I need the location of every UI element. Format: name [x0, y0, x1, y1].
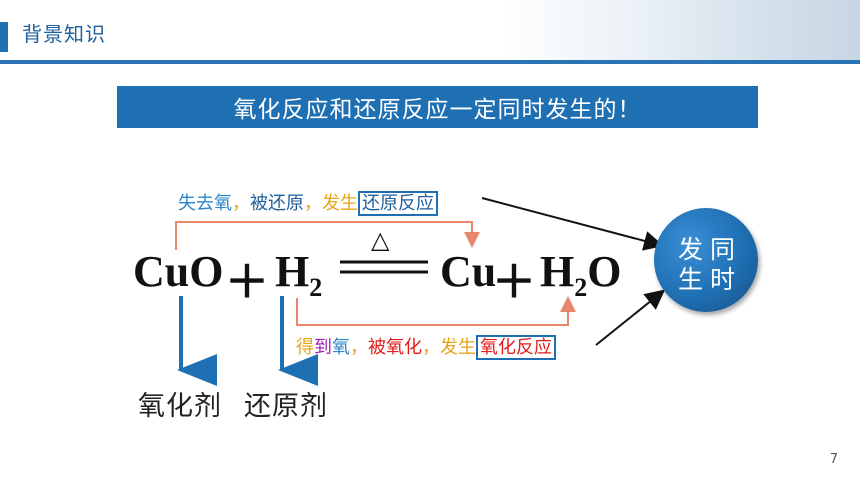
annotation-gain-2: 到 — [314, 337, 332, 358]
annotation-oxidized: 被氧化 — [368, 337, 422, 358]
annotation-gain-1: 得 — [296, 337, 314, 358]
page-title: 背景知识 — [22, 22, 106, 46]
comma: ， — [350, 337, 368, 358]
heat-symbol: △ — [371, 226, 390, 254]
subscript-2: 2 — [309, 273, 323, 302]
plus-sign-2: ＋ — [492, 258, 536, 307]
bottom-bracket-arrow — [296, 296, 576, 326]
annotation-undergo: 发生 — [440, 337, 476, 358]
header-lab-image — [500, 0, 860, 62]
annotation-reduced: 被还原 — [250, 193, 304, 214]
simultaneous-circle: 发 同 生 时 — [654, 208, 758, 312]
plus-sign-1: ＋ — [225, 258, 269, 307]
annotation-lose-oxygen: 失去氧 — [178, 193, 232, 214]
arrow-to-circle-top — [481, 197, 664, 251]
circle-char: 同 — [710, 235, 736, 264]
oxidation-reaction-box: 氧化反应 — [476, 335, 556, 360]
reduction-reaction-box: 还原反应 — [358, 191, 438, 216]
comma: ， — [422, 337, 440, 358]
header-accent-bar — [0, 22, 8, 52]
reactant-cuo: CuO — [133, 247, 224, 296]
banner: 氧化反应和还原反应一定同时发生的！ — [117, 86, 758, 128]
page-number: 7 — [829, 452, 838, 467]
reduction-annotation: 失去氧，被还原，发生还原反应 — [178, 189, 438, 216]
banner-text: 氧化反应和还原反应一定同时发生的！ — [233, 97, 642, 123]
comma: ， — [304, 193, 322, 214]
subscript-2: 2 — [574, 273, 588, 302]
header-divider — [0, 60, 860, 64]
product-cu: Cu — [440, 247, 497, 296]
circle-char: 发 — [678, 235, 704, 264]
top-bracket-arrow — [175, 221, 480, 250]
reductant-label: 还原剂 — [244, 391, 328, 422]
arrow-to-circle-bottom — [595, 289, 666, 346]
hydrogen-symbol: H — [540, 247, 575, 296]
annotation-gain-3: 氧 — [332, 337, 350, 358]
annotation-undergo: 发生 — [322, 193, 358, 214]
circle-char: 时 — [710, 265, 736, 294]
oxidation-annotation: 得到氧，被氧化，发生氧化反应 — [296, 333, 556, 360]
reactant-h2: H2 — [275, 246, 322, 303]
product-h2o: H2O — [540, 246, 621, 303]
comma: ， — [232, 193, 250, 214]
hydrogen-symbol: H — [275, 247, 310, 296]
circle-char: 生 — [678, 265, 704, 294]
oxygen-symbol: O — [587, 247, 622, 296]
oxidant-label: 氧化剂 — [138, 391, 222, 422]
